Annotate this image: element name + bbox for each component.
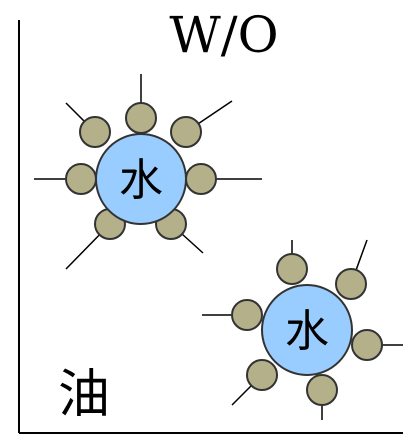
diagram-title: W/O: [169, 6, 278, 64]
surfactant-head: [246, 359, 278, 391]
surfactant-head: [125, 102, 157, 134]
surfactant-heads-2: [231, 253, 383, 406]
water-droplet-2: 水: [202, 239, 403, 420]
surfactant-head: [185, 163, 217, 195]
water-label-2: 水: [285, 306, 329, 357]
water-core-2: [261, 284, 353, 376]
water-label-1: 水: [119, 155, 163, 206]
surfactant-head: [306, 374, 338, 406]
surfactant-head: [335, 268, 367, 300]
water-core-1: [95, 133, 187, 225]
water-droplet-1: 水: [34, 74, 262, 270]
oil-label: 油: [58, 365, 110, 425]
surfactant-head: [65, 163, 97, 195]
surfactant-head: [79, 116, 111, 148]
surfactant-head: [351, 329, 383, 361]
surfactant-head: [231, 299, 263, 331]
surfactant-head: [276, 253, 308, 285]
surfactant-head: [170, 116, 202, 148]
